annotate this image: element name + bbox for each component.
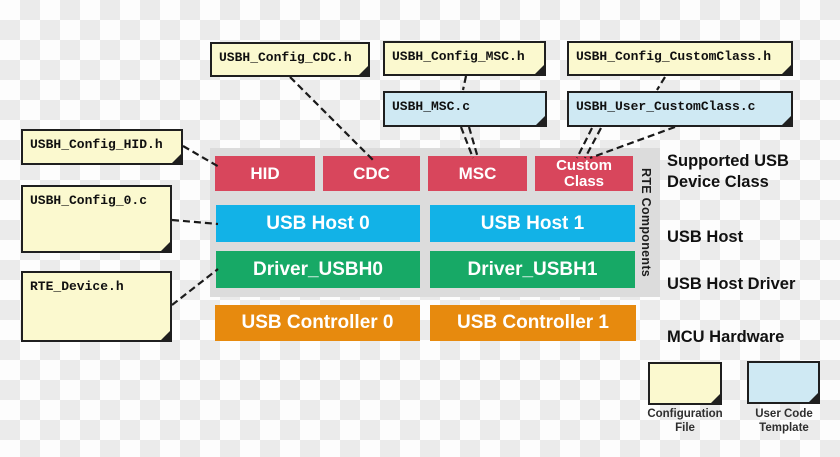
block-label: USB Host 1 bbox=[480, 212, 585, 234]
folded-corner-icon bbox=[358, 65, 369, 76]
note-label: RTE_Device.h bbox=[30, 279, 124, 294]
note-usbh-config-hid-h: USBH_Config_HID.h bbox=[21, 129, 183, 165]
folded-corner-icon bbox=[160, 241, 171, 252]
folded-corner-icon bbox=[535, 115, 546, 126]
layer-label-mcu-hardware: MCU Hardware bbox=[667, 328, 785, 346]
note-usbh-config-customclass-h: USBH_Config_CustomClass.h bbox=[567, 41, 793, 76]
block-driver-usbh1: Driver_USBH1 bbox=[430, 251, 635, 288]
note-label: USBH_MSC.c bbox=[392, 99, 471, 114]
block-label: USB Host 0 bbox=[266, 212, 370, 234]
legend-user-code-template-swatch bbox=[747, 361, 820, 404]
note-usbh-msc-c: USBH_MSC.c bbox=[383, 91, 547, 127]
block-usb-host-1: USB Host 1 bbox=[430, 205, 635, 242]
block-driver-usbh0: Driver_USBH0 bbox=[216, 251, 420, 288]
block-usb-host-0: USB Host 0 bbox=[216, 205, 420, 242]
note-label: USBH_Config_CDC.h bbox=[219, 50, 352, 65]
block-usb-controller-0: USB Controller 0 bbox=[215, 305, 420, 341]
block-label: USB Controller 0 bbox=[241, 312, 394, 333]
connector-line bbox=[656, 76, 666, 91]
block-msc: MSC bbox=[428, 156, 527, 191]
note-usbh-user-customclass-c: USBH_User_CustomClass.c bbox=[567, 91, 793, 127]
note-usbh-config-0-c: USBH_Config_0.c bbox=[21, 185, 172, 253]
block-label: Custom Class bbox=[556, 156, 612, 190]
folded-corner-icon bbox=[160, 330, 171, 341]
legend-user-code-template-label: User Code Template bbox=[755, 408, 813, 434]
note-label: USBH_Config_CustomClass.h bbox=[576, 49, 772, 64]
note-label: USBH_Config_0.c bbox=[30, 193, 148, 208]
connector-line bbox=[461, 75, 468, 91]
folded-corner-icon bbox=[808, 392, 819, 403]
note-usbh-config-cdc-h: USBH_Config_CDC.h bbox=[210, 42, 370, 77]
block-label: Driver_USBH0 bbox=[253, 258, 383, 280]
note-label: USBH_Config_MSC.h bbox=[392, 49, 525, 64]
layer-label-usb-host: USB Host bbox=[667, 228, 744, 246]
block-cdc: CDC bbox=[323, 156, 420, 191]
layer-label-usb-host-driver: USB Host Driver bbox=[667, 275, 796, 293]
note-usbh-config-msc-h: USBH_Config_MSC.h bbox=[383, 41, 546, 76]
legend-configuration-file-swatch bbox=[648, 362, 722, 405]
note-label: USBH_User_CustomClass.c bbox=[576, 99, 756, 114]
block-label: CDC bbox=[353, 163, 390, 183]
block-usb-controller-1: USB Controller 1 bbox=[430, 305, 636, 341]
note-rte-device-h: RTE_Device.h bbox=[21, 271, 172, 342]
block-label: USB Controller 1 bbox=[456, 312, 610, 333]
folded-corner-icon bbox=[534, 64, 545, 75]
folded-corner-icon bbox=[171, 153, 182, 164]
folded-corner-icon bbox=[781, 64, 792, 75]
block-label: MSC bbox=[458, 163, 497, 183]
layer-label-supported-usb-device-class: Supported USB Device Class bbox=[667, 152, 789, 191]
folded-corner-icon bbox=[710, 393, 721, 404]
folded-corner-icon bbox=[781, 115, 792, 126]
block-label: HID bbox=[250, 163, 280, 183]
block-label: Driver_USBH1 bbox=[467, 258, 598, 280]
legend-configuration-file-label: Configuration File bbox=[647, 408, 723, 434]
rte-components-vertical-label: RTE Components bbox=[639, 167, 653, 278]
block-custom-class: Custom Class bbox=[535, 156, 633, 191]
note-label: USBH_Config_HID.h bbox=[30, 137, 163, 152]
block-hid: HID bbox=[215, 156, 315, 191]
